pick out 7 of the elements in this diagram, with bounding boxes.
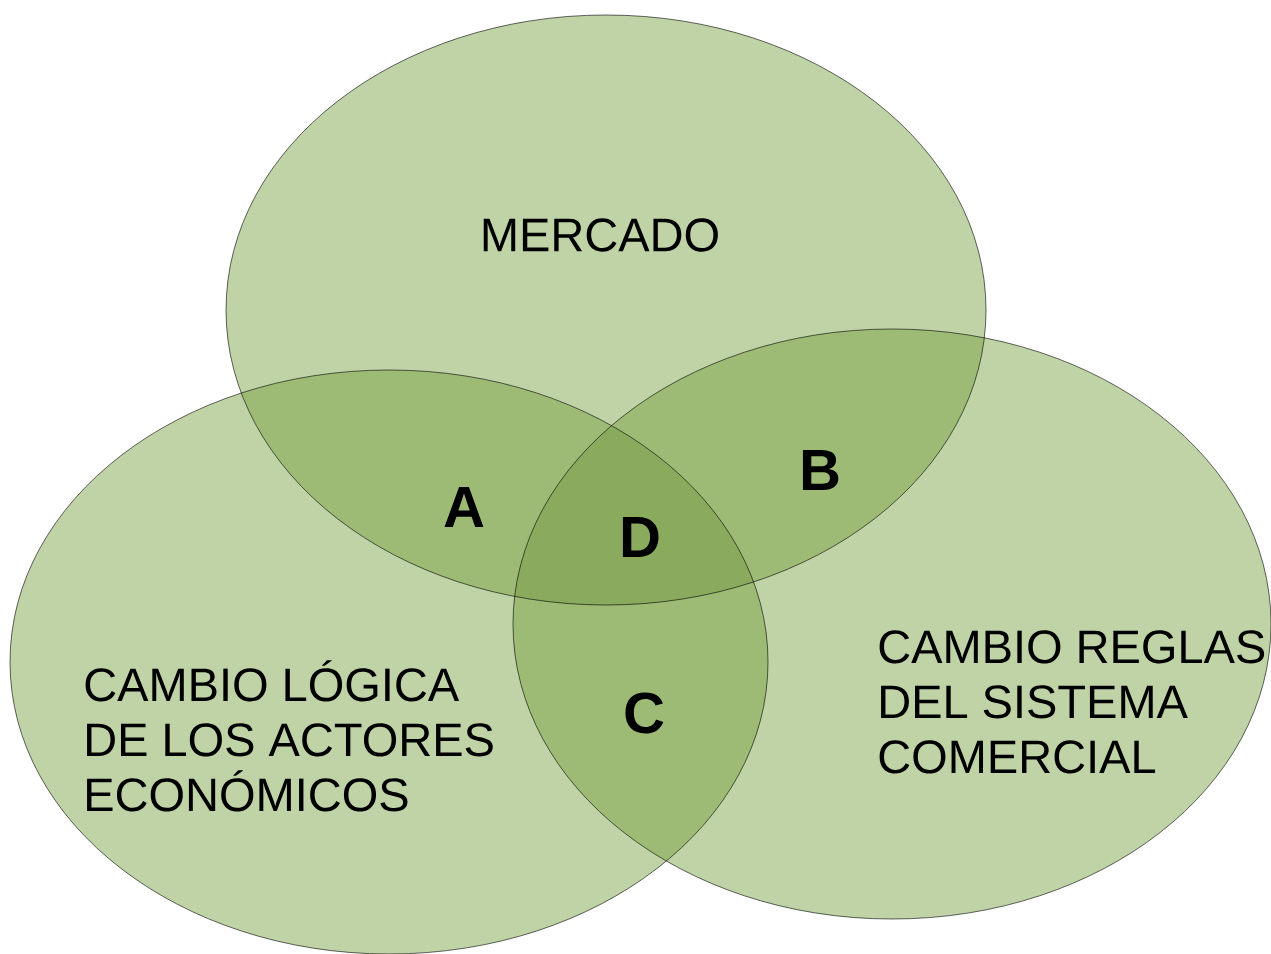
region-letter: B [802,450,839,490]
ellipse-label: CAMBIO LÓGICA DE LOS ACTORES ECONÓMICOS [85,660,493,812]
region-letter: C [625,692,664,734]
region-letter: A [444,487,484,527]
ellipse-label: MERCADO [483,218,718,252]
ellipse-label: CAMBIO REGLAS DEL SISTEMA COMERCIAL [879,630,1265,774]
region-letter: D [622,517,659,557]
